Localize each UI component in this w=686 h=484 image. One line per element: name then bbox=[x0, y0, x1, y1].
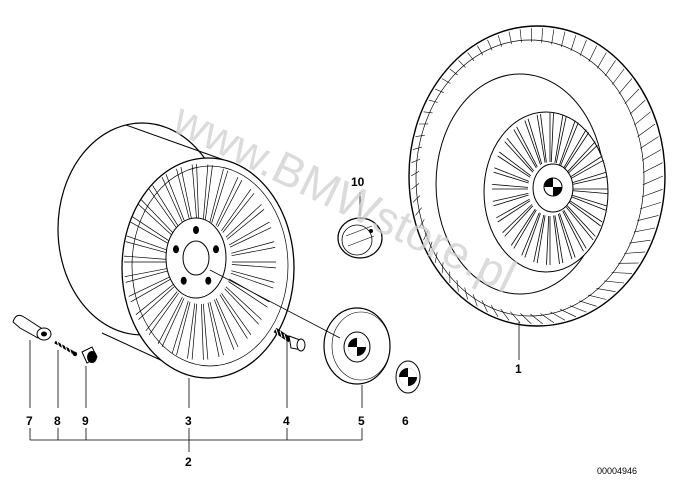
callout-7: 7 bbox=[26, 414, 33, 428]
wheel-bolt bbox=[273, 327, 306, 352]
valve-insert bbox=[54, 340, 78, 357]
document-number: 00004946 bbox=[597, 466, 637, 476]
alloy-rim bbox=[57, 122, 295, 379]
complete-wheel-with-tire bbox=[408, 25, 666, 327]
callout-9: 9 bbox=[82, 414, 89, 428]
callout-4: 4 bbox=[283, 414, 290, 428]
callout-1: 1 bbox=[515, 362, 522, 376]
callout-labels: 1 2 3 4 5 6 7 8 9 10 bbox=[26, 175, 522, 469]
center-emblem-wheel bbox=[543, 177, 563, 197]
valve-cap bbox=[81, 346, 98, 364]
center-cap bbox=[337, 217, 383, 259]
leader-lines bbox=[29, 192, 520, 452]
hub-cap bbox=[323, 307, 391, 385]
emblem-badge bbox=[395, 360, 421, 394]
callout-10: 10 bbox=[351, 175, 365, 189]
callout-3: 3 bbox=[185, 414, 192, 428]
callout-2: 2 bbox=[185, 455, 192, 469]
callout-8: 8 bbox=[54, 414, 61, 428]
callout-5: 5 bbox=[358, 414, 365, 428]
tire-valve bbox=[12, 314, 52, 341]
callout-6: 6 bbox=[402, 414, 409, 428]
